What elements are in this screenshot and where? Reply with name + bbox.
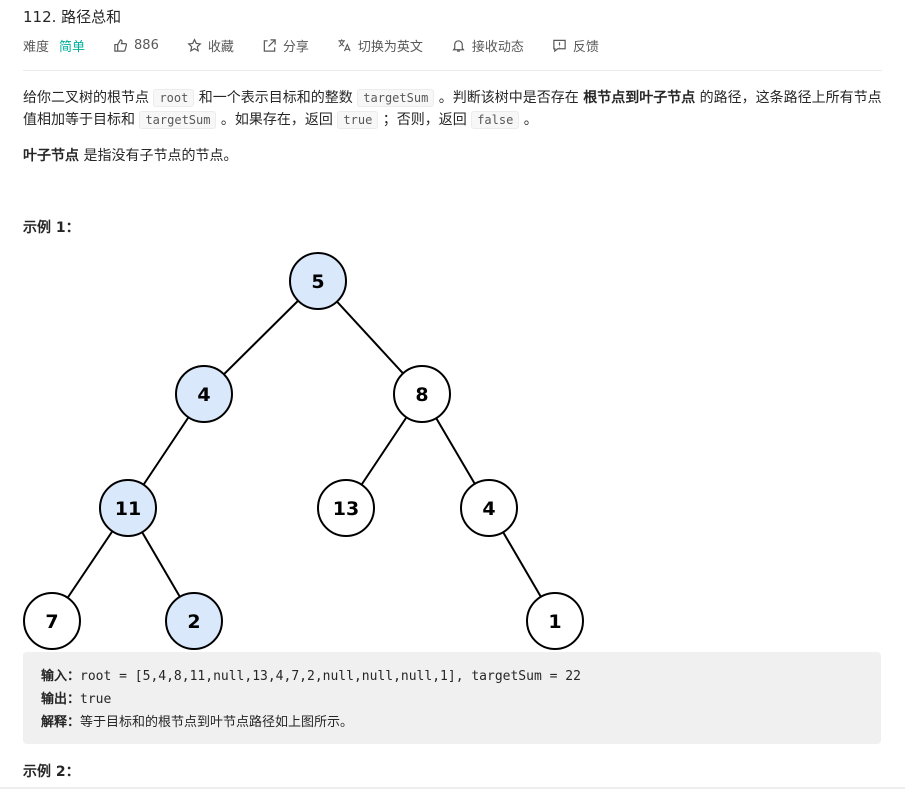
output-label: 输出： [41,692,81,707]
node-circle [165,592,223,650]
desc-text: 是指没有子节点的节点。 [79,148,238,164]
desc-text: 。判断该树中是否存在 [434,90,584,106]
tree-node: 4 [175,365,233,423]
node-label: 1 [548,611,561,633]
node-label: 5 [311,271,324,293]
inline-code: root [153,89,195,107]
desc-bold: 叶子节点 [23,148,79,164]
explain-label: 解释： [41,715,81,730]
description-paragraph-2: 叶子节点 是指没有子节点的节点。 [23,145,883,167]
node-circle [99,479,157,537]
example-explain-line: 解释：等于目标和的根节点到叶节点路径如上图所示。 [41,711,353,730]
node-circle [526,592,584,650]
share-button[interactable]: 分享 [262,36,309,55]
node-label: 4 [482,498,495,520]
share-icon [263,38,276,52]
bell-icon [452,39,465,52]
feedback-label: 反馈 [572,39,599,55]
tree-node: 13 [317,479,375,537]
binary-tree-diagram: 5 4 8 11 13 4 7 2 1 [23,252,584,650]
like-button[interactable]: 886 [113,38,159,53]
tree-node: 7 [23,592,81,650]
tree-edges [51,280,556,622]
desc-text: ；否则，返回 [378,112,472,128]
node-circle [460,479,518,537]
example-1-heading: 示例 1： [23,220,80,236]
translate-icon [338,38,351,51]
feedback-button[interactable]: 反馈 [552,36,599,55]
node-label: 4 [197,384,210,406]
input-value: root = [5,4,8,11,null,13,4,7,2,null,null… [80,669,581,684]
node-label: 11 [115,498,141,520]
tree-node: 2 [165,592,223,650]
switch-language-button[interactable]: 切换为英文 [337,36,423,55]
collect-button[interactable]: 收藏 [187,36,234,55]
inline-code: targetSum [139,111,217,129]
node-label: 13 [333,498,359,520]
example-input-line: 输入：root = [5,4,8,11,null,13,4,7,2,null,n… [41,665,581,684]
tree-node: 1 [526,592,584,650]
tree-node: 8 [393,365,451,423]
input-label: 输入： [41,669,81,684]
inline-code: false [471,111,520,129]
switch-language-label: 切换为英文 [357,39,423,55]
share-label: 分享 [282,39,309,55]
example-1-box: 输入：root = [5,4,8,11,null,13,4,7,2,null,n… [23,652,881,744]
node-circle [393,365,451,423]
desc-text: 。如果存在，返回 [216,112,338,128]
like-count: 886 [134,37,159,53]
difficulty-badge: 简单 [59,39,86,55]
notify-label: 接收动态 [471,39,524,55]
collect-label: 收藏 [207,39,234,55]
tree-node: 11 [99,479,157,537]
node-circle [23,592,81,650]
node-circle [317,479,375,537]
inline-code: targetSum [357,89,435,107]
star-icon [187,37,202,52]
inline-code: true [337,111,379,129]
node-circle [289,252,347,310]
node-circle [175,365,233,423]
node-label: 7 [45,611,58,633]
problem-title: 112. 路径总和 [23,8,122,26]
example-output-line: 输出：true [41,688,111,707]
explain-value: 等于目标和的根节点到叶节点路径如上图所示。 [80,715,354,730]
desc-bold: 根节点到叶子节点 [583,90,696,106]
feedback-icon [553,39,566,52]
desc-text: 。 [519,112,538,128]
bottom-divider [0,787,905,789]
desc-text: 给你二叉树的根节点 [23,90,154,106]
desc-text: 和一个表示目标和的整数 [194,90,358,106]
thumbs-up-icon [114,38,128,52]
tree-node: 4 [460,479,518,537]
desc-text: 的路径，这条路径上所有节点值相加等于目标和 [23,90,882,128]
tree-node-root: 5 [289,252,347,310]
difficulty-label: 难度 [23,39,50,55]
problem-toolbar: 难度 简单 886 收藏 分享 切换为英文 接收动态 反馈 [23,36,627,55]
output-value: true [80,692,112,707]
description-paragraph-1: 给你二叉树的根节点 root 和一个表示目标和的整数 targetSum 。判断… [23,87,883,131]
node-label: 8 [415,384,428,406]
node-label: 2 [187,611,200,633]
notify-button[interactable]: 接收动态 [451,36,524,55]
header-divider [23,70,882,71]
example-2-heading: 示例 2： [23,764,80,780]
